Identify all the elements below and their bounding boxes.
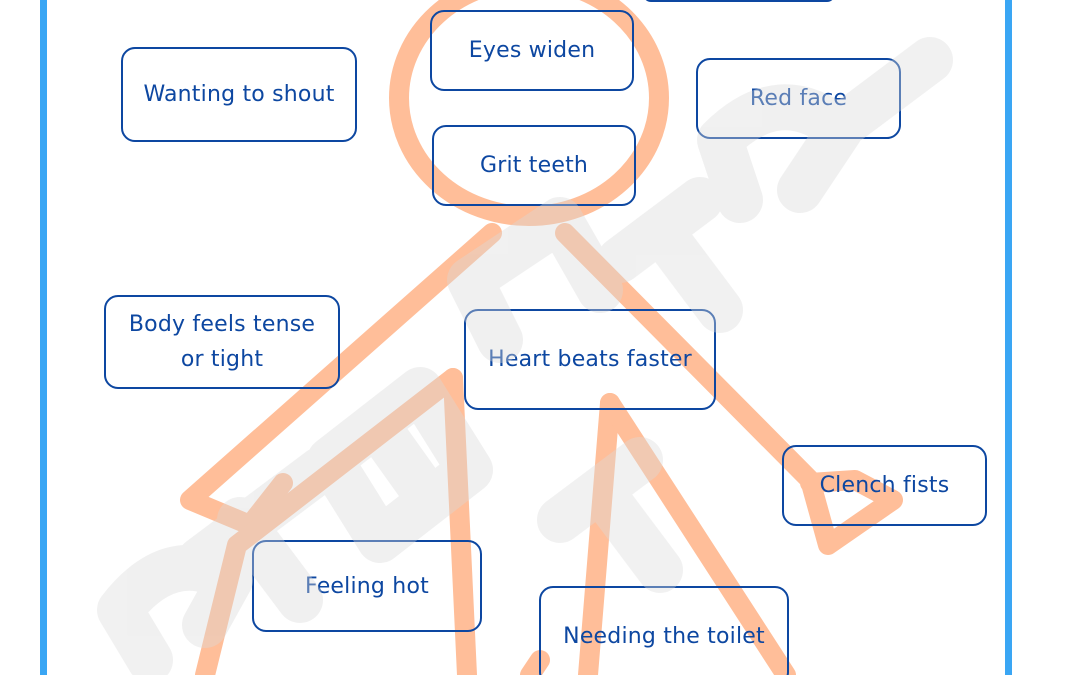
label-text: Needing the toilet — [563, 623, 765, 649]
label-feeling-hot: Feeling hot — [252, 540, 482, 632]
left-frame-border — [40, 0, 47, 675]
label-text: Grit teeth — [479, 153, 589, 178]
label-text: Eyes widen — [468, 38, 596, 63]
figure-head — [389, 0, 669, 226]
label-wanting-to-shout: Wanting to shout — [121, 47, 357, 142]
label-grit-teeth: Grit teeth — [432, 125, 636, 206]
figure-left-arm — [180, 223, 502, 535]
label-heart-faster: Heart beats faster — [464, 309, 716, 410]
figure-left-leg-inner — [443, 368, 477, 675]
label-eyes-widen: Eyes widen — [430, 10, 634, 91]
label-text: Clench fists — [819, 473, 950, 498]
figure-right-leg-outer — [600, 393, 796, 675]
figure-right-leg-inner — [578, 393, 620, 675]
label-text: Body feels tense or tight — [128, 312, 316, 372]
label-text: Red face — [749, 86, 848, 111]
label-text: Wanting to shout — [143, 82, 335, 107]
label-clench-fists: Clench fists — [782, 445, 987, 526]
label-red-face: Red face — [696, 58, 901, 139]
label-text: Feeling hot — [305, 573, 429, 599]
label-text: Heart beats faster — [488, 347, 692, 372]
figure-left-leg-outer — [195, 368, 463, 675]
label-needing-toilet: Needing the toilet — [539, 586, 789, 675]
figure-foot-mark — [520, 650, 550, 675]
figure-right-arm — [555, 223, 903, 555]
partial-label-box — [643, 0, 835, 2]
label-body-tense: Body feels tense or tight — [104, 295, 340, 389]
right-frame-border — [1005, 0, 1012, 675]
